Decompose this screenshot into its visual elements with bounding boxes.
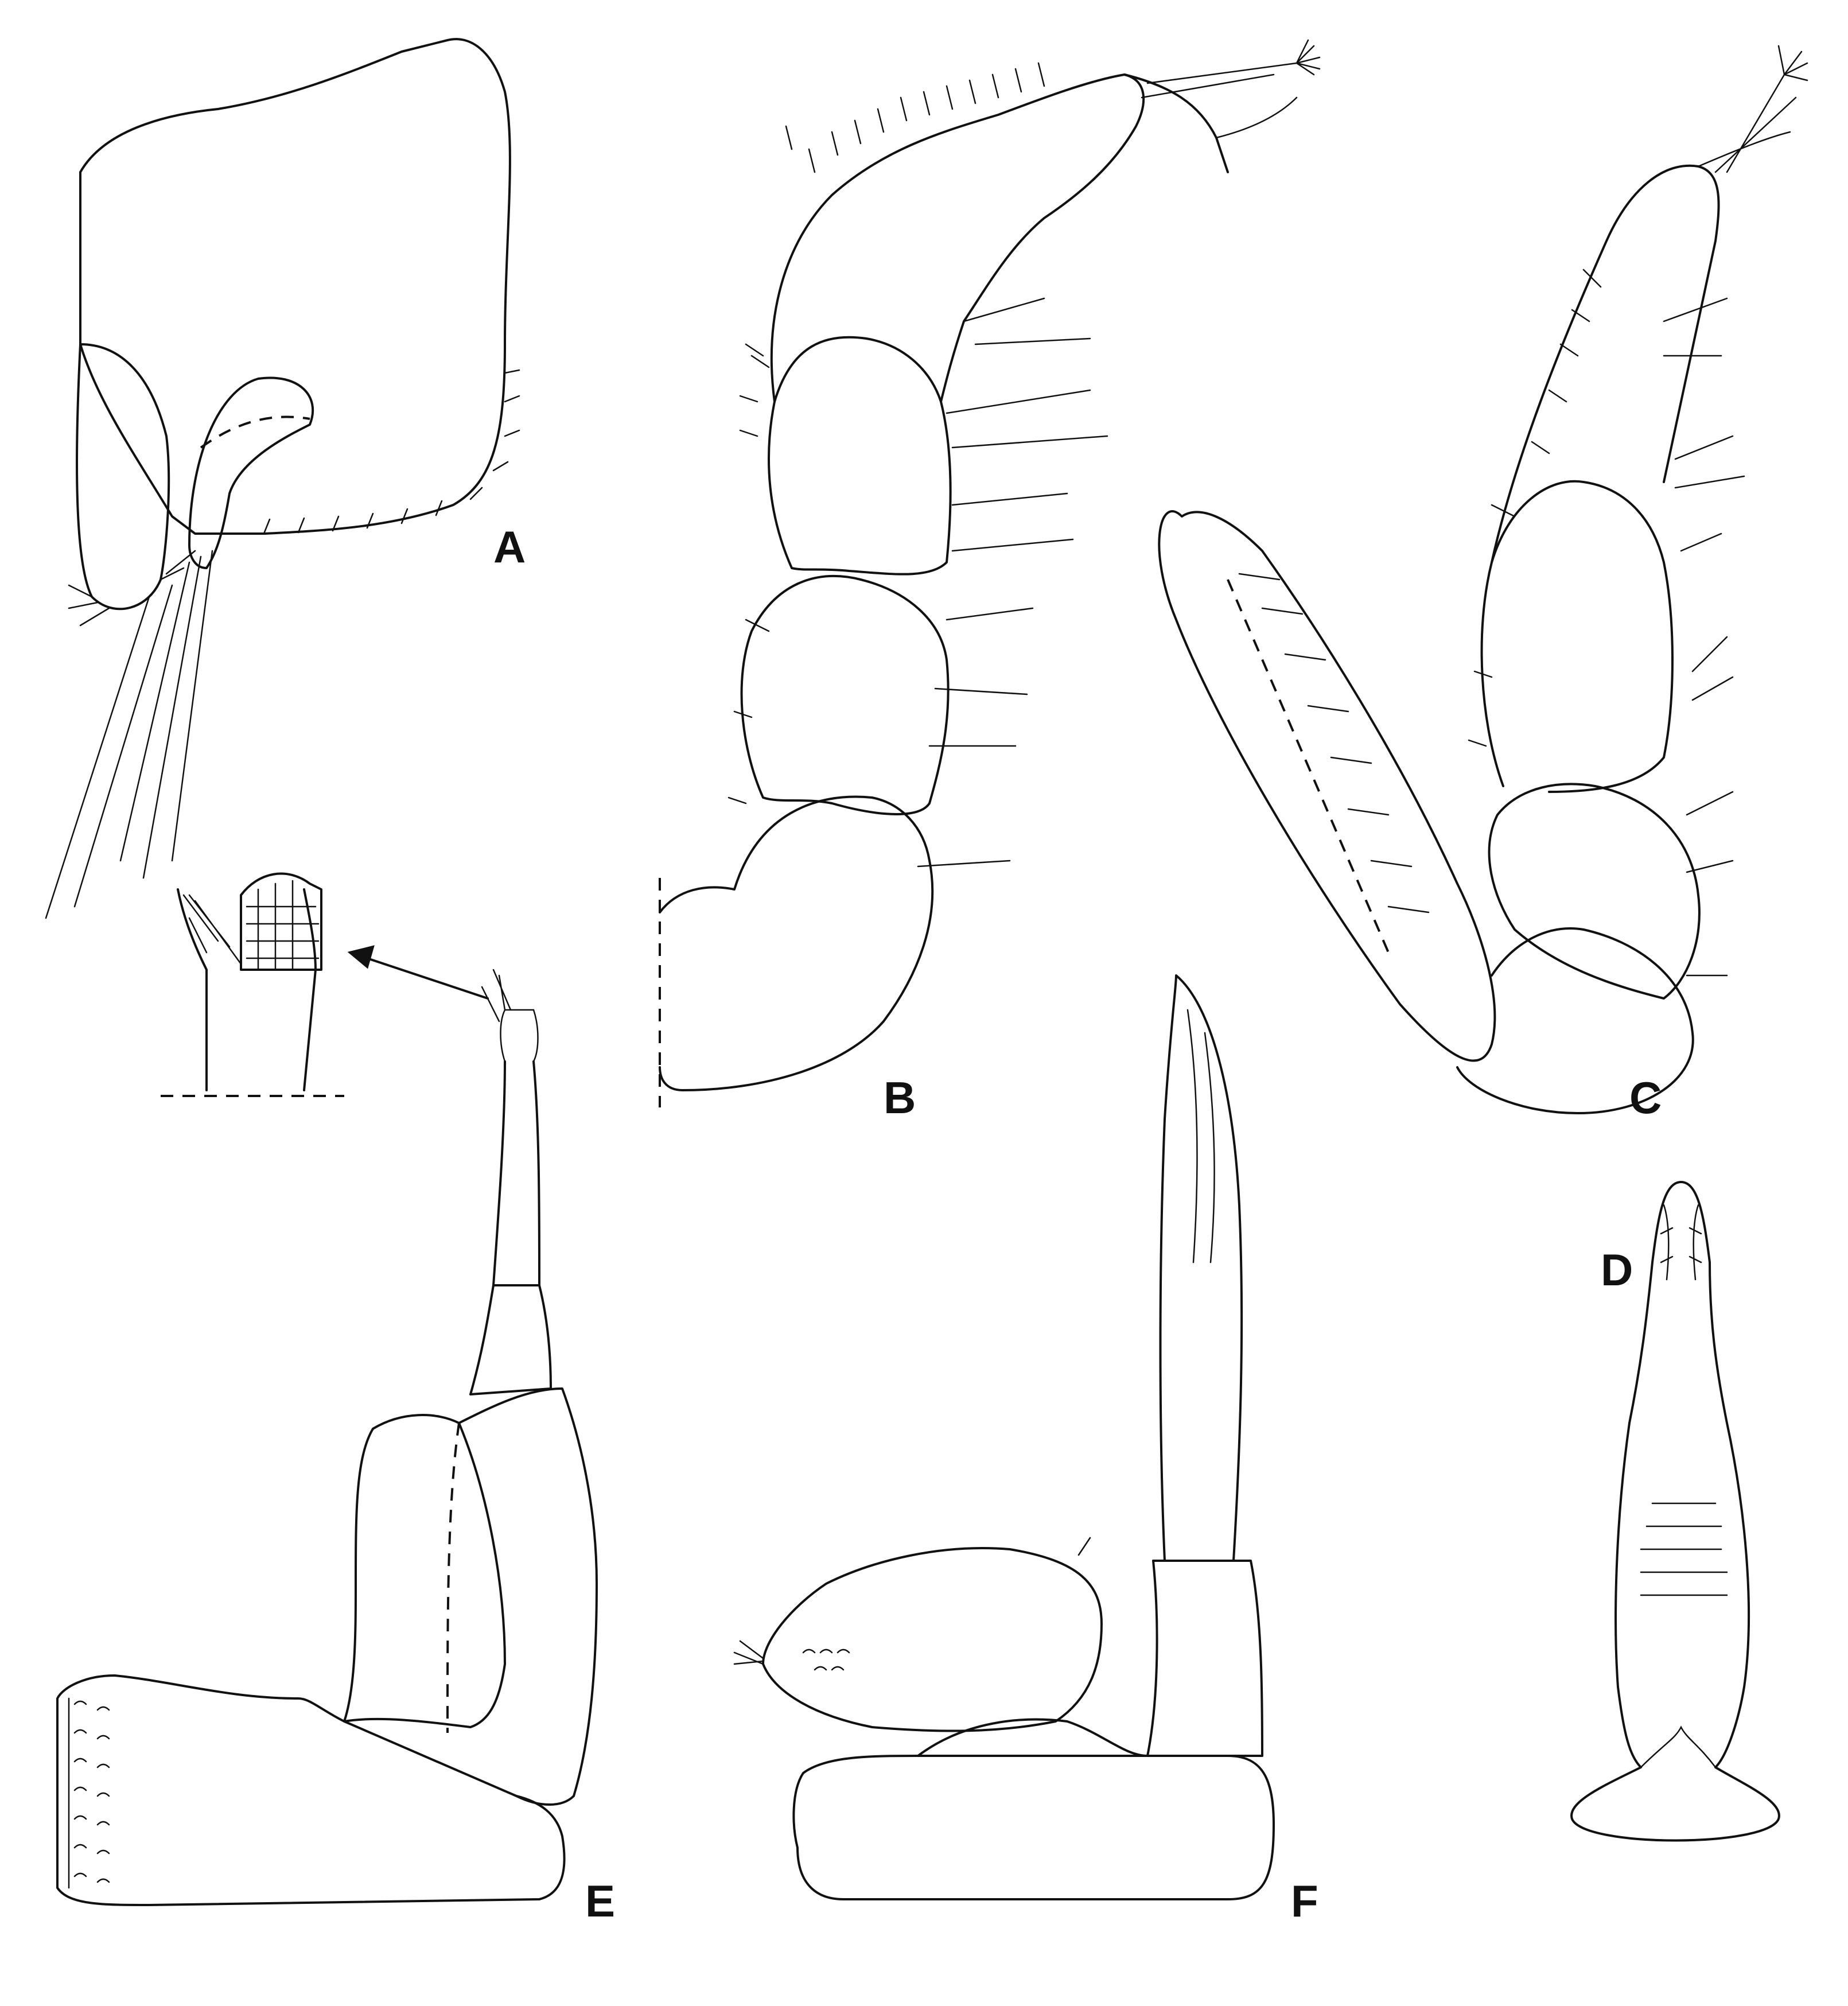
panel-label-d: D — [1601, 1245, 1633, 1295]
panel-label-e: E — [585, 1876, 615, 1926]
panel-e-inset — [161, 872, 489, 1097]
panel-c-drawing: C — [1158, 45, 1808, 1123]
panel-a-drawing: A — [45, 38, 526, 919]
panel-d-drawing: D — [1570, 1181, 1780, 1842]
panel-f-drawing: F — [733, 974, 1318, 1926]
panel-label-a: A — [493, 522, 526, 572]
panel-label-f: F — [1291, 1876, 1318, 1926]
panel-b-drawing: B — [659, 39, 1321, 1123]
panel-label-c: C — [1629, 1072, 1662, 1123]
panel-e-drawing: E — [56, 969, 615, 1926]
panel-label-b: B — [884, 1072, 916, 1123]
